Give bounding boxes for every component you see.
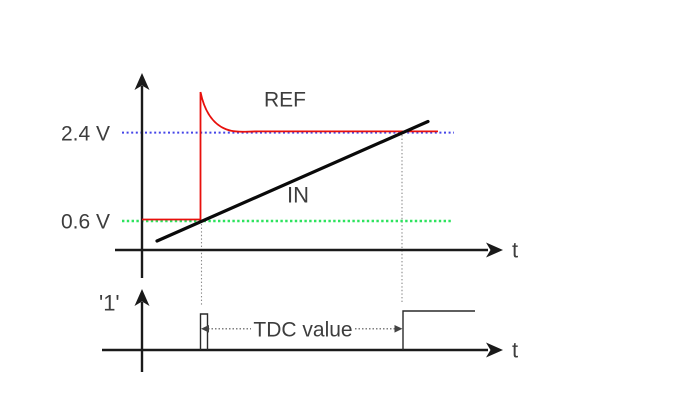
lower-threshold-label: 0.6 V (61, 211, 110, 234)
in-ramp-line (155, 119, 430, 243)
time-axis-top-arrow-icon (486, 242, 503, 258)
analog-plot: 2.4 V 0.6 V REF IN t (61, 73, 518, 278)
tdc-value-label: TDC value (253, 319, 352, 342)
ref-curve-label: REF (264, 89, 306, 112)
tdc-arrowhead-left-icon (201, 325, 209, 333)
upper-threshold-label: 2.4 V (61, 123, 110, 146)
time-axis-bottom-arrow-icon (486, 342, 503, 358)
stop-step (402, 310, 475, 350)
ref-curve (142, 91, 438, 221)
time-axis-bottom-label: t (512, 338, 518, 363)
tdc-arrowhead-right-icon (394, 325, 403, 333)
logic-one-label: '1' (99, 291, 120, 316)
voltage-axis-arrow-icon (134, 73, 150, 90)
time-axis-top-label: t (512, 238, 518, 263)
in-signal-label: IN (287, 183, 309, 208)
start-pulse (199, 313, 209, 350)
logic-axis-arrow-icon (134, 289, 150, 306)
digital-plot: '1' TDC value t (99, 289, 518, 372)
